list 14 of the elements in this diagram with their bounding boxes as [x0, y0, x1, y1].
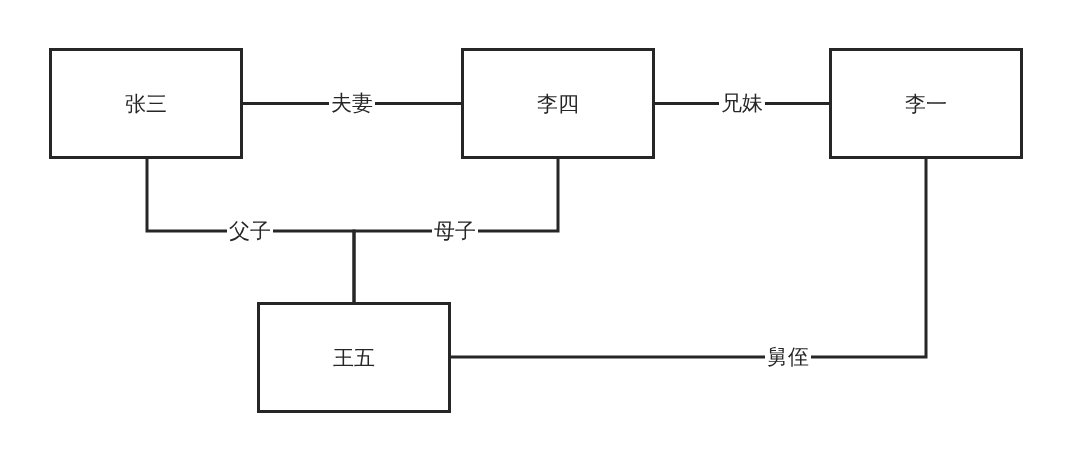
person-name: 李四 [537, 90, 579, 118]
person-name: 李一 [905, 90, 947, 118]
person-name: 张三 [125, 90, 167, 118]
person-box [461, 48, 655, 159]
edge-label: 舅侄 [765, 346, 811, 370]
edge-label: 父子 [227, 220, 273, 244]
edge-label: 兄妹 [719, 92, 765, 116]
edge-label: 母子 [432, 220, 478, 244]
connector-line [451, 159, 928, 359]
person-box [49, 48, 243, 159]
person-box [829, 48, 1023, 159]
edge-label: 夫妻 [329, 92, 375, 116]
person-name: 王五 [333, 344, 375, 372]
person-box [257, 302, 451, 413]
